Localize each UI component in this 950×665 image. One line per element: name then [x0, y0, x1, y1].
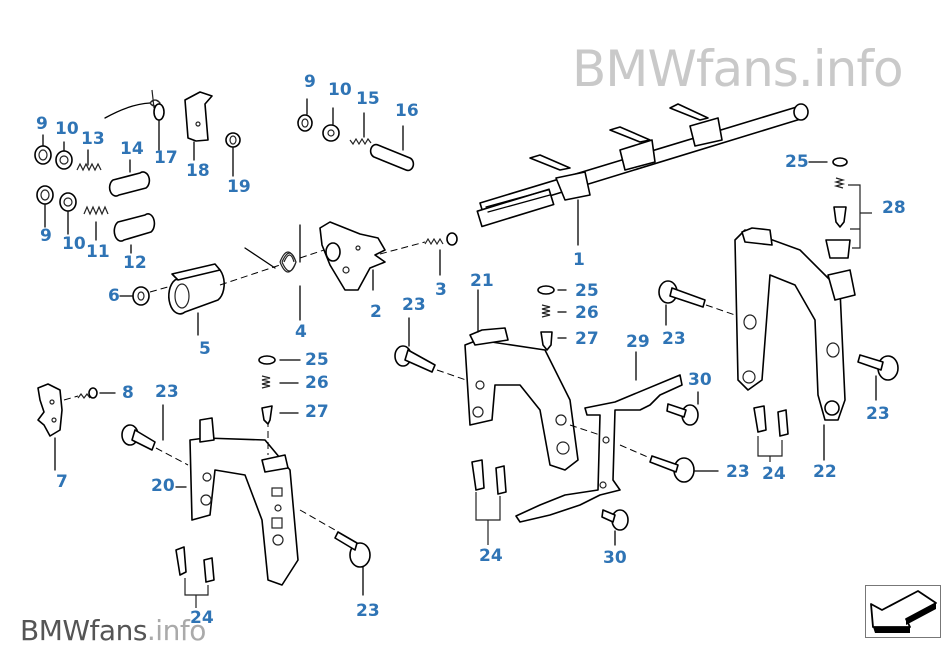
part-24-pads: [175, 405, 789, 608]
callout-5[interactable]: 5: [199, 339, 211, 359]
part-group-top-center: [297, 98, 415, 172]
callout-21[interactable]: 21: [470, 271, 494, 291]
part-29-lever: [515, 351, 683, 523]
callout-23-center-right[interactable]: 23: [726, 462, 750, 482]
callout-1[interactable]: 1: [573, 250, 585, 270]
callout-27-center[interactable]: 27: [575, 329, 599, 349]
callout-10-upper-left[interactable]: 10: [55, 119, 79, 139]
part-22-fork: [734, 227, 856, 461]
callout-14[interactable]: 14: [120, 139, 144, 159]
callout-27-left[interactable]: 27: [305, 402, 329, 422]
watermark-bottom: BMWfans.info: [20, 617, 206, 645]
detent-stack-left: [258, 355, 301, 425]
part-group-17-18-19: [104, 89, 241, 177]
callout-29[interactable]: 29: [626, 332, 650, 352]
detent-stack-center: [537, 285, 567, 351]
callout-16[interactable]: 16: [395, 101, 419, 121]
callout-23-far-right[interactable]: 23: [866, 404, 890, 424]
part-21-fork: [464, 289, 601, 471]
part-group-selector: [119, 221, 458, 336]
callout-6[interactable]: 6: [108, 286, 120, 306]
callout-2[interactable]: 2: [370, 302, 382, 322]
callout-18[interactable]: 18: [186, 161, 210, 181]
arrow-down-left-icon: [870, 590, 937, 633]
callout-24-left[interactable]: 24: [190, 608, 214, 628]
callout-12[interactable]: 12: [123, 253, 147, 273]
callout-23-bottom[interactable]: 23: [356, 601, 380, 621]
callout-23-left[interactable]: 23: [155, 382, 179, 402]
callout-26-left[interactable]: 26: [305, 373, 329, 393]
callout-30-upper[interactable]: 30: [688, 370, 712, 390]
callout-30-lower[interactable]: 30: [603, 548, 627, 568]
callout-9-top[interactable]: 9: [304, 72, 316, 92]
part-20-fork: [175, 417, 299, 586]
callout-24-center[interactable]: 24: [479, 546, 503, 566]
part-group-lower-left: [36, 185, 156, 254]
callout-25-left[interactable]: 25: [305, 350, 329, 370]
part-23-screws: [121, 280, 899, 596]
watermark-bottom-brand: BMWfans: [20, 614, 147, 647]
next-diagram-button[interactable]: [865, 585, 941, 638]
callout-17[interactable]: 17: [154, 148, 178, 168]
callout-13[interactable]: 13: [81, 129, 105, 149]
callout-15[interactable]: 15: [356, 89, 380, 109]
callout-19[interactable]: 19: [227, 177, 251, 197]
callout-9-upper-left[interactable]: 9: [36, 114, 48, 134]
detent-stack-right: [808, 157, 872, 259]
callout-20[interactable]: 20: [151, 476, 175, 496]
callout-23-center[interactable]: 23: [402, 295, 426, 315]
watermark-top: BMWfans.info: [572, 40, 904, 98]
callout-10-top[interactable]: 10: [328, 80, 352, 100]
part-group-7-8: [37, 383, 116, 471]
callout-4[interactable]: 4: [295, 322, 307, 342]
callout-28[interactable]: 28: [882, 198, 906, 218]
part-group-upper-left: [34, 134, 151, 197]
callout-8[interactable]: 8: [122, 383, 134, 403]
callout-3[interactable]: 3: [435, 280, 447, 300]
callout-10-lower-left[interactable]: 10: [62, 234, 86, 254]
part-1-shift-rod: [476, 103, 809, 246]
callout-7[interactable]: 7: [56, 472, 68, 492]
callout-23-right-upper[interactable]: 23: [662, 329, 686, 349]
callout-26-center[interactable]: 26: [575, 303, 599, 323]
callout-25-right[interactable]: 25: [785, 152, 809, 172]
callout-24-right[interactable]: 24: [762, 464, 786, 484]
callout-9-lower-left[interactable]: 9: [40, 226, 52, 246]
part-30-screws: [601, 391, 699, 546]
watermark-bottom-suffix: .info: [146, 614, 206, 647]
callout-11[interactable]: 11: [86, 242, 110, 262]
callout-22[interactable]: 22: [813, 462, 837, 482]
callout-25-center[interactable]: 25: [575, 281, 599, 301]
